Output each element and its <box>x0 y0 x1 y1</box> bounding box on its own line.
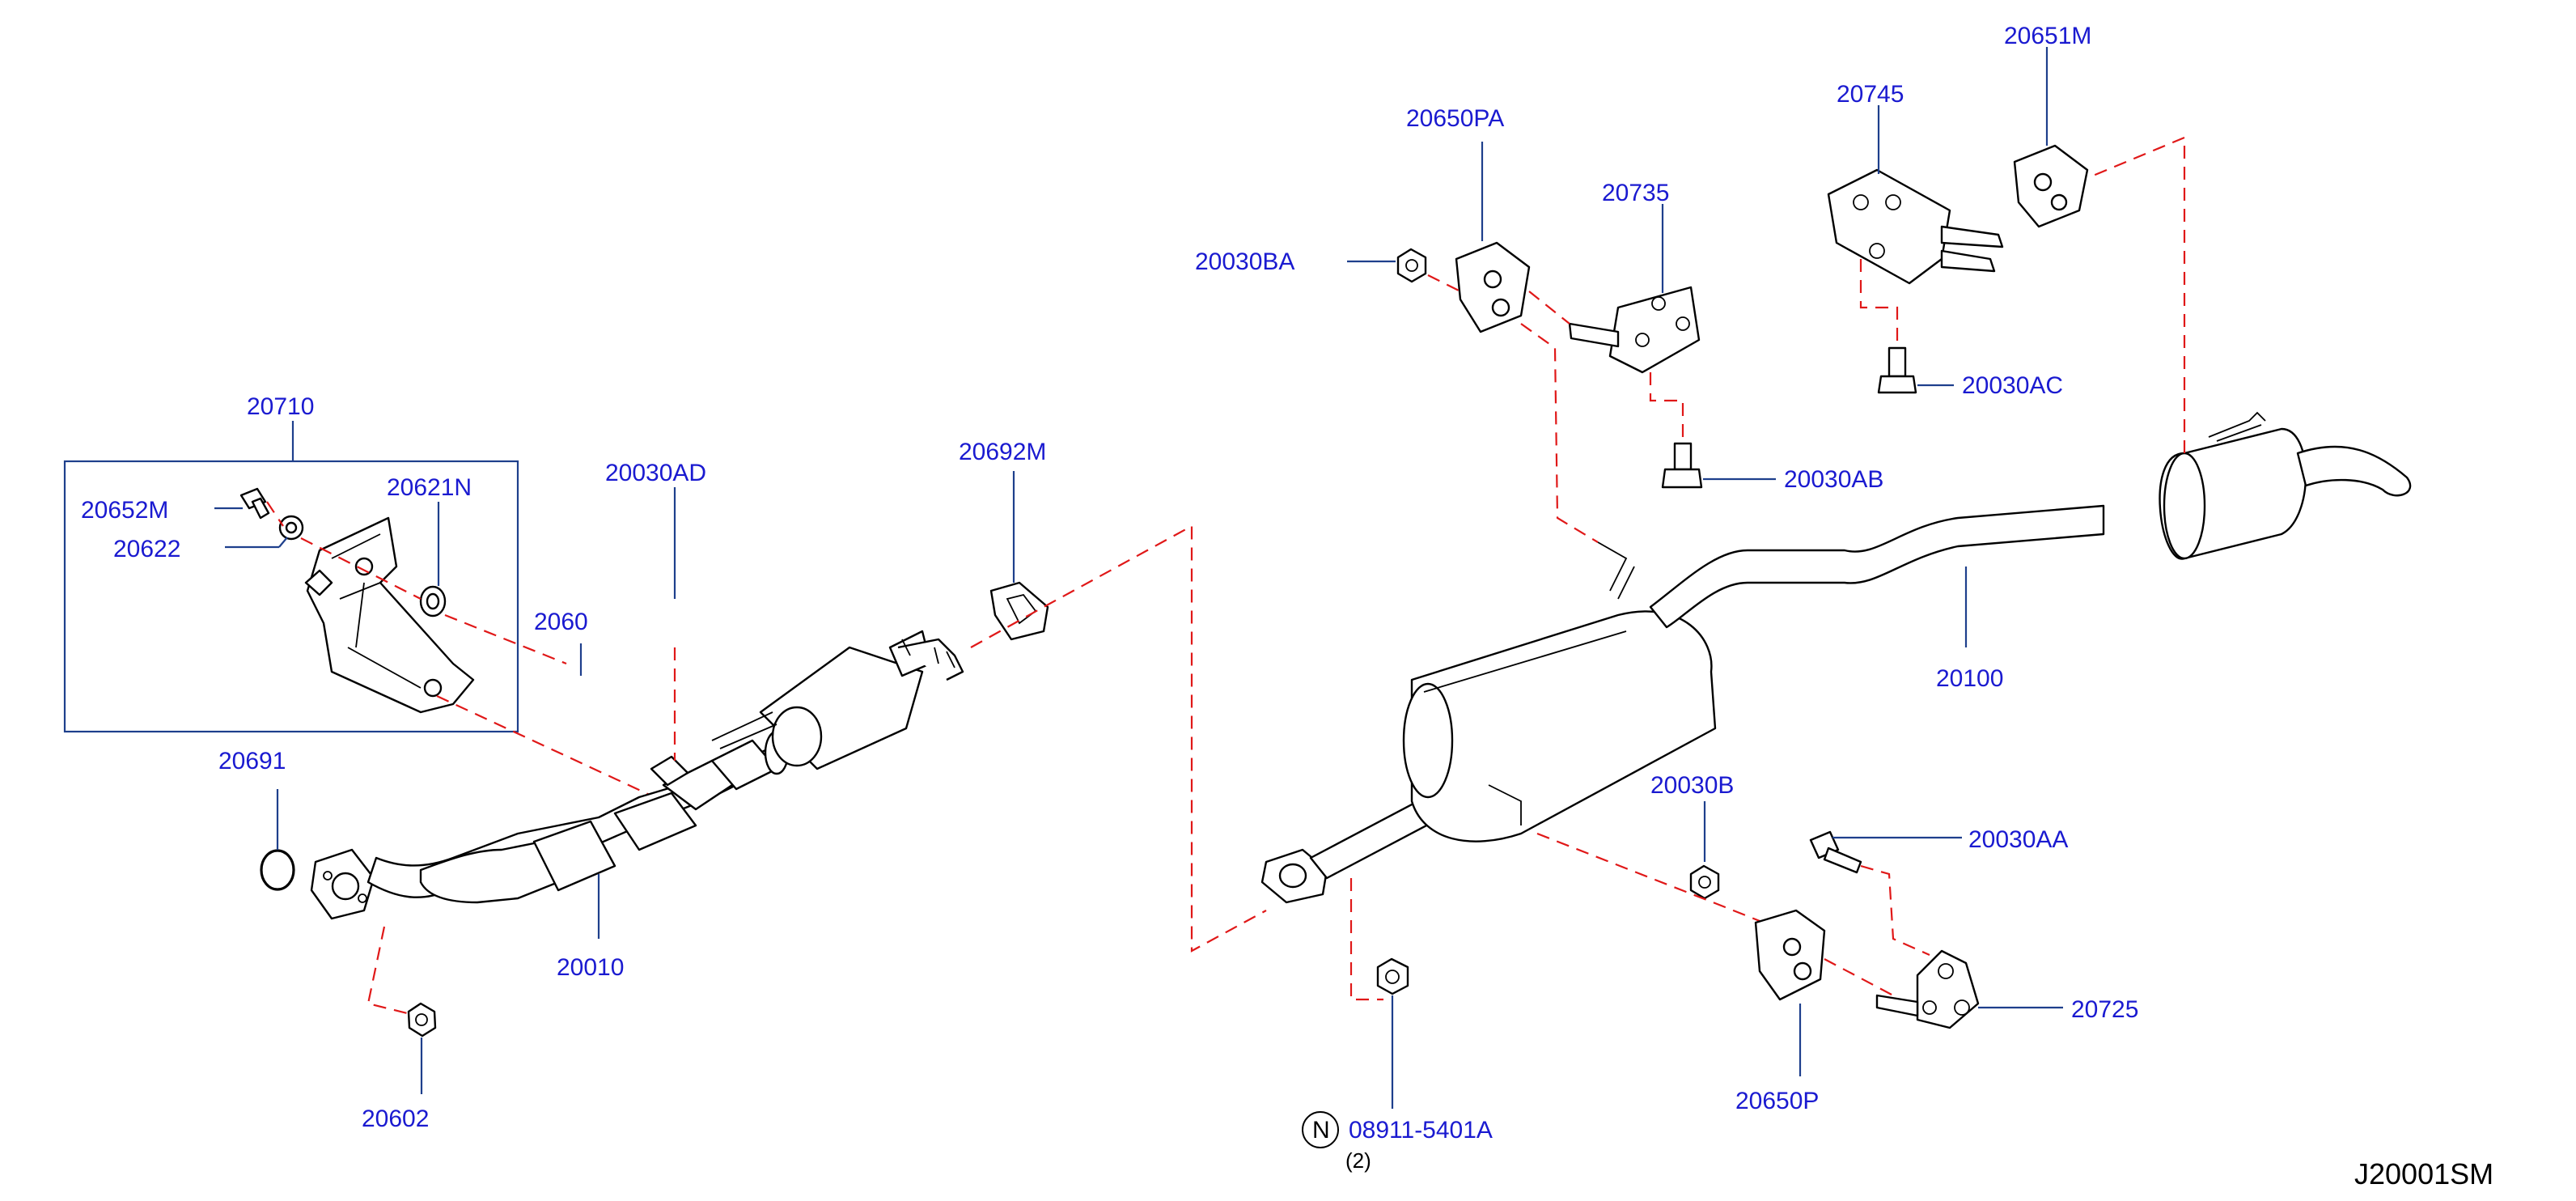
label-20010[interactable]: 20010 <box>557 954 624 981</box>
rubber-insulator-20650P <box>1754 909 1826 1001</box>
label-20745[interactable]: 20745 <box>1837 81 1904 108</box>
hanger-bracket-20735 <box>1568 286 1701 374</box>
bolt-20652M <box>239 487 270 520</box>
clamp-20692M <box>989 581 1049 641</box>
note-circle-N: N <box>1302 1111 1339 1148</box>
label-20725[interactable]: 20725 <box>2071 996 2138 1023</box>
label-20692M[interactable]: 20692M <box>959 439 1046 465</box>
label-20710[interactable]: 20710 <box>247 393 314 420</box>
label-20735[interactable]: 20735 <box>1602 180 1669 206</box>
label-20030AD[interactable]: 20030AD <box>605 460 706 486</box>
bolt-20030AB <box>1661 442 1703 489</box>
label-obscured-part[interactable]: 2060 <box>534 609 588 635</box>
label-20030B[interactable]: 20030B <box>1650 772 1734 799</box>
label-20621N[interactable]: 20621N <box>387 474 472 501</box>
nut-20030B <box>1689 864 1720 900</box>
bracket-kit-group: 20710 <box>63 393 519 733</box>
ring-20621N <box>419 585 447 617</box>
diagram-reference-code: J20001SM <box>2354 1157 2493 1190</box>
heat-shield-bracket <box>304 516 475 714</box>
bolt-20030AA <box>1809 830 1862 874</box>
label-20100[interactable]: 20100 <box>1936 665 2003 692</box>
label-20622[interactable]: 20622 <box>113 536 180 562</box>
hanger-bracket-20725 <box>1875 949 1980 1029</box>
label-20602[interactable]: 20602 <box>362 1106 429 1132</box>
label-20652M[interactable]: 20652M <box>81 497 168 524</box>
label-20691[interactable]: 20691 <box>218 748 286 774</box>
note-symbol: N <box>1312 1117 1330 1144</box>
rubber-insulator-20651M <box>2013 144 2089 228</box>
label-20030AA[interactable]: 20030AA <box>1968 826 2068 853</box>
label-20030AB[interactable]: 20030AB <box>1784 466 1883 493</box>
quantity-note: (2) <box>1345 1148 1371 1173</box>
rubber-insulator-20650PA <box>1455 241 1531 333</box>
label-20651M[interactable]: 20651M <box>2004 23 2091 49</box>
label-20650PA[interactable]: 20650PA <box>1406 105 1504 132</box>
gasket-20691 <box>260 849 295 891</box>
nut-20030BA <box>1396 248 1427 283</box>
bolt-20030AC <box>1877 346 1917 394</box>
nut-08911-5401A <box>1376 957 1409 995</box>
label-20030BA[interactable]: 20030BA <box>1195 248 1294 275</box>
washer-20622 <box>278 515 304 541</box>
center-muffler-assembly <box>1260 504 2105 904</box>
nut-20602 <box>407 1002 437 1038</box>
label-20650P[interactable]: 20650P <box>1735 1088 1819 1114</box>
label-20030AC[interactable]: 20030AC <box>1962 372 2063 399</box>
hanger-bracket-20745 <box>1827 168 2004 285</box>
label-08911-5401A[interactable]: 08911-5401A <box>1349 1117 1493 1144</box>
front-exhaust-pipe-20010 <box>310 630 964 920</box>
rear-muffler <box>2159 411 2412 560</box>
